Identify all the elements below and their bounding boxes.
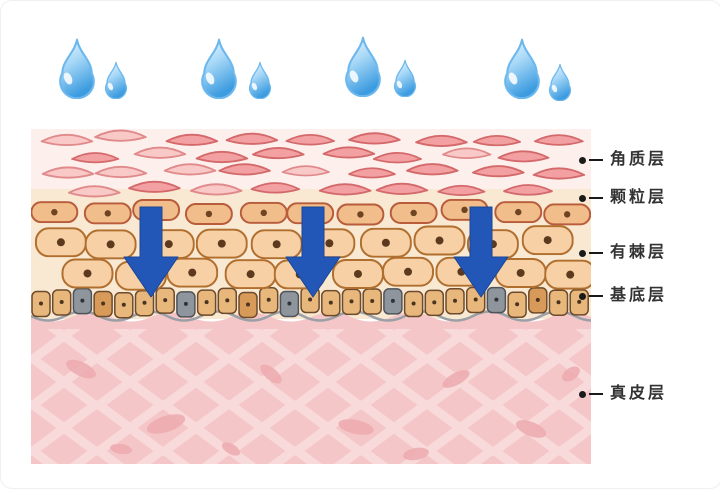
granular-cell (389, 201, 438, 224)
layer-label-text: 基底层 (610, 287, 668, 304)
collagen-blob (515, 420, 547, 438)
basal-cell (528, 287, 548, 314)
spinous-cell (413, 225, 466, 256)
leader-line (589, 159, 603, 161)
spinous-cell (224, 259, 277, 290)
layer-label-text: 真皮层 (610, 385, 668, 402)
leader-line (589, 252, 603, 254)
leader-line (589, 393, 603, 395)
spinous-cell (331, 258, 384, 289)
basal-cell (155, 287, 175, 314)
basal-cell (258, 287, 279, 314)
spinous-cell (544, 259, 591, 290)
water-drop-icon (345, 36, 381, 97)
granular-cell (184, 202, 233, 225)
collagen-hatch-pattern (31, 329, 591, 464)
spinous-cell (521, 225, 574, 256)
layer-label-text: 颗粒层 (610, 189, 668, 206)
basal-cell (445, 287, 465, 315)
basal-cell (279, 290, 300, 318)
water-drop-icon (548, 63, 572, 101)
layer-label-spinous: 有棘层 (579, 243, 667, 263)
leader-line (589, 295, 603, 297)
basal-cell (321, 289, 341, 317)
spinous-cell (382, 256, 435, 287)
granular-cell (336, 203, 385, 226)
skin-cross-section (31, 129, 591, 464)
water-drop-icon (248, 61, 272, 99)
water-drop-icon (393, 59, 417, 97)
leader-line (589, 197, 603, 199)
down-arrow-icon (453, 206, 509, 298)
spinous-cell (166, 257, 219, 288)
leader-dot (579, 249, 586, 257)
spinous-cell (359, 227, 412, 258)
layer-label-text: 有棘层 (610, 244, 668, 261)
water-drop-icon (104, 61, 128, 99)
spinous-cell (84, 229, 137, 260)
absorption-arrows (123, 206, 509, 298)
granular-cell (239, 201, 288, 224)
leader-dot (579, 292, 586, 300)
collagen-blob (260, 364, 282, 384)
basal-cell (114, 292, 134, 319)
water-droplets-illustration (59, 36, 572, 101)
collagen-blob (338, 419, 374, 435)
basal-cell (486, 286, 507, 314)
leader-dot (579, 156, 586, 164)
granular-cell (31, 201, 79, 224)
leader-dot (579, 194, 586, 202)
layer-label-text: 角质层 (610, 151, 668, 168)
granular-cell (494, 201, 543, 224)
collagen-blob (66, 359, 96, 379)
spinous-cell (61, 258, 114, 289)
basal-cell (238, 291, 258, 319)
spinous-cell (34, 227, 87, 258)
collagen-blob (146, 414, 186, 434)
layer-label-basal: 基底层 (579, 286, 667, 306)
basal-cell (31, 290, 51, 318)
basal-cell (72, 287, 93, 315)
collagen-blob (110, 443, 132, 455)
basal-cell (362, 288, 382, 315)
spinous-cell (250, 229, 303, 260)
basal-cell (507, 291, 527, 319)
basal-cell (383, 288, 403, 315)
basal-cell (341, 288, 362, 316)
collagen-blob (442, 370, 470, 388)
basal-cell (196, 289, 217, 316)
basal-cell (51, 289, 72, 316)
water-drop-icon (201, 38, 237, 99)
basal-cell (403, 290, 424, 318)
spinous-cell (195, 228, 248, 259)
layer-label-dermis: 真皮层 (579, 384, 667, 404)
collagen-blob (562, 366, 580, 382)
granular-cell (83, 202, 132, 225)
basal-cell (424, 289, 445, 317)
layer-label-corneum: 角质层 (579, 150, 667, 170)
basal-cell (176, 291, 196, 318)
dermis-layer (31, 312, 591, 464)
water-drop-icon (504, 38, 540, 99)
basal-cell (217, 287, 238, 315)
down-arrow-icon (285, 206, 341, 298)
basal-cell (548, 289, 569, 316)
collagen-blob (221, 442, 241, 456)
collagen-blob (403, 447, 429, 461)
basal-cell (93, 290, 113, 318)
layer-label-granular: 颗粒层 (579, 188, 667, 208)
leader-dot (579, 390, 586, 398)
down-arrow-icon (123, 206, 179, 298)
water-drop-icon (59, 38, 95, 99)
